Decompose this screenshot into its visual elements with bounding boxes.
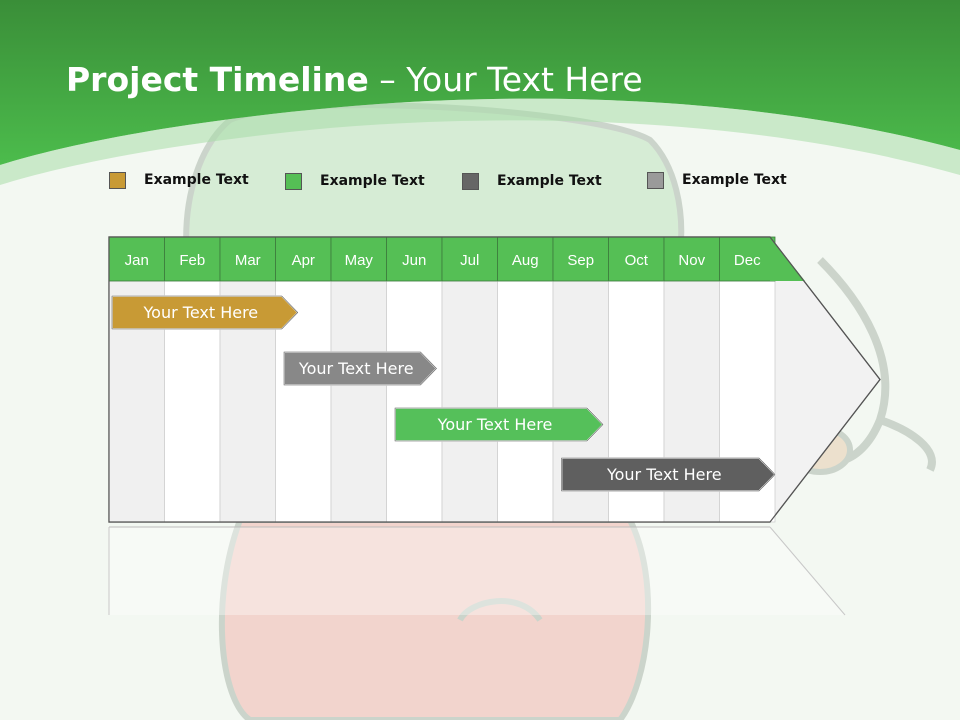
month-column xyxy=(497,280,554,523)
legend-swatch xyxy=(462,172,479,190)
reflection-edge xyxy=(769,526,846,616)
month-label: Jul xyxy=(460,252,479,269)
month-label: Aug xyxy=(512,252,539,269)
month-label: Oct xyxy=(625,252,649,269)
month-label: Jun xyxy=(402,252,426,269)
task-label: Your Text Here xyxy=(143,303,259,322)
legend-label: Example Text xyxy=(682,172,787,188)
legend-label: Example Text xyxy=(497,173,602,189)
task-bar-outline xyxy=(111,295,299,330)
month-label: Apr xyxy=(292,252,315,269)
legend-item-1: Example Text xyxy=(109,169,249,191)
month-label: Mar xyxy=(235,252,261,269)
month-header-cell xyxy=(108,236,165,282)
month-label: Dec xyxy=(734,252,761,269)
month-label: Jan xyxy=(125,252,149,269)
task-label: Your Text Here xyxy=(606,465,722,484)
legend-label: Example Text xyxy=(320,173,425,189)
legend-item-2: Example Text xyxy=(285,170,425,192)
month-column xyxy=(441,280,498,523)
month-header-cell xyxy=(608,236,665,282)
legend-item-4: Example Text xyxy=(647,169,787,191)
month-header-cell xyxy=(441,236,498,282)
month-header-cell xyxy=(719,236,776,282)
legend-swatch xyxy=(647,171,664,189)
month-label: Sep xyxy=(567,252,594,269)
legend-swatch xyxy=(109,171,126,189)
title-rest: – Your Text Here xyxy=(368,60,643,99)
month-header-cell xyxy=(386,236,443,282)
month-header-cell xyxy=(275,236,332,282)
month-header-cell xyxy=(552,236,609,282)
slide-title: Project Timeline – Your Text Here xyxy=(66,60,643,99)
month-label: Nov xyxy=(678,252,705,269)
task-label: Your Text Here xyxy=(437,415,553,434)
legend-swatch xyxy=(285,172,302,190)
title-bold: Project Timeline xyxy=(66,60,369,99)
month-header-cell xyxy=(164,236,221,282)
month-column xyxy=(386,280,443,523)
task-bar-outline xyxy=(283,351,437,386)
timeline-reflection xyxy=(109,527,845,615)
task-bar-outline xyxy=(561,457,776,492)
timeline-arrow-outline xyxy=(108,236,881,523)
legend-label: Example Text xyxy=(144,172,249,188)
month-header-cell xyxy=(219,236,276,282)
month-label: Feb xyxy=(179,252,205,269)
month-header-cell xyxy=(497,236,554,282)
task-bar-outline xyxy=(394,407,604,442)
task-label: Your Text Here xyxy=(298,359,414,378)
legend-item-3: Example Text xyxy=(462,170,602,192)
month-label: May xyxy=(345,252,374,269)
month-column xyxy=(330,280,387,523)
